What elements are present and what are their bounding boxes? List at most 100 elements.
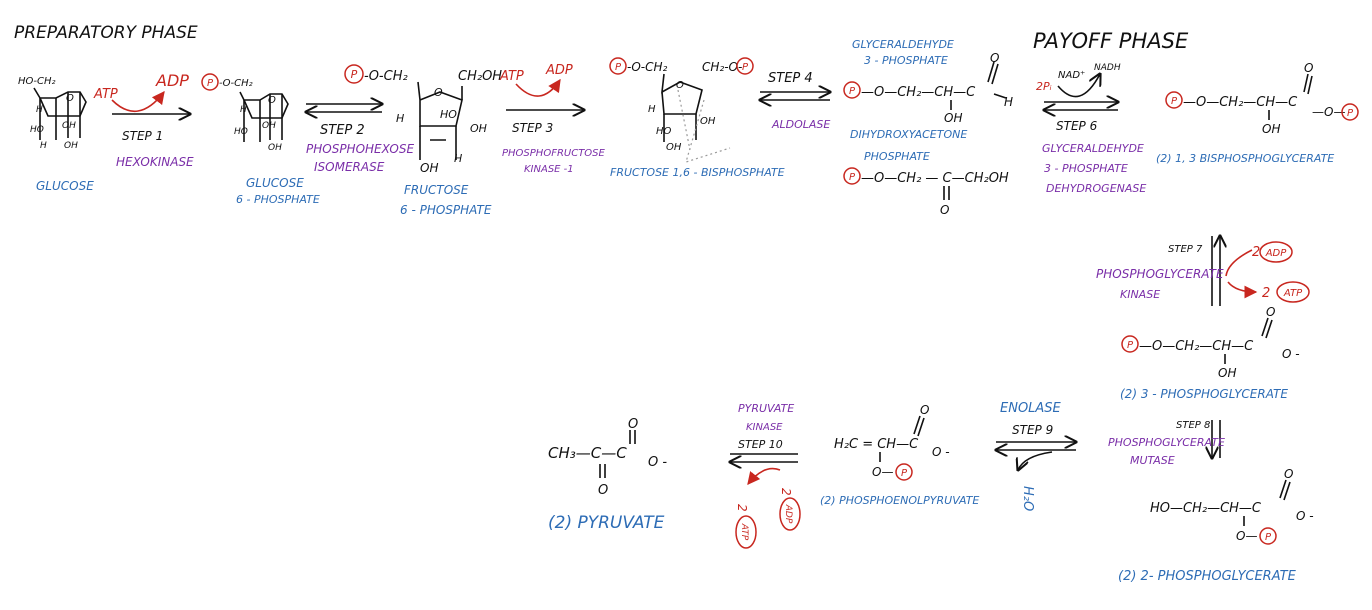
step2-label: STEP 2 xyxy=(320,123,365,138)
dhap-label-1: DIHYDROXYACETONE xyxy=(850,128,967,141)
f6p-phosphate-icon xyxy=(344,64,364,84)
g6p-structure: P -O-CH₂ O H OH HO OH xyxy=(201,73,289,153)
step-1: ATP ADP STEP 1 HEXOKINASE xyxy=(93,71,194,169)
step-8: STEP 8 PHOSPHOGLYCERATE MUTASE xyxy=(1108,420,1225,467)
hexokinase-label: HEXOKINASE xyxy=(116,155,194,169)
svg-text:HO: HO xyxy=(656,126,672,137)
step1-cofactor-arrow xyxy=(111,90,165,113)
bpg13-phosphate-icon-2 xyxy=(1341,103,1359,121)
step-3: ATP ADP STEP 3 PHOSPHOFRUCTOSE KINASE -1 xyxy=(499,63,606,175)
step-7: STEP 7 2 ADP 2 ATP PHOSPHOGLYCERATE KINA… xyxy=(1096,236,1310,306)
f16bp-structure: P -O-CH₂ CH₂-O- P O H HO OH OH xyxy=(609,57,754,163)
f6p-structure: P -O-CH₂ CH₂OH O H HO OH OH H xyxy=(344,64,502,175)
g3p-structure: P —O—CH₂—CH—C OH O H xyxy=(843,51,1013,125)
step-2: STEP 2 PHOSPHOHEXOSE ISOMERASE xyxy=(306,104,414,174)
step10-out-num: 2 xyxy=(735,504,749,512)
svg-text:HO: HO xyxy=(440,108,457,121)
svg-text:OH: OH xyxy=(1218,366,1236,380)
svg-text:H: H xyxy=(240,105,247,115)
g3p-label-1: GLYCERALDEHYDE xyxy=(852,38,954,51)
glucose-label: GLUCOSE xyxy=(36,179,94,193)
svg-text:—O—CH₂—CH—C: —O—CH₂—CH—C xyxy=(861,85,976,100)
step1-label: STEP 1 xyxy=(122,129,163,143)
step3-label: STEP 3 xyxy=(512,121,553,135)
step7-adp-circle xyxy=(1259,241,1293,263)
glucose-hoch2: HO-CH₂ xyxy=(18,76,56,87)
svg-text:CH₂OH: CH₂OH xyxy=(458,69,502,84)
svg-text:P: P xyxy=(615,62,622,73)
svg-text:O: O xyxy=(628,417,638,432)
dhap-structure: P —O—CH₂ — C—CH₂OH O xyxy=(843,167,1009,217)
svg-text:P: P xyxy=(1265,532,1272,543)
svg-text:O: O xyxy=(598,483,608,498)
svg-text:O: O xyxy=(1304,61,1313,75)
svg-text:O: O xyxy=(990,51,999,65)
svg-text:ADP: ADP xyxy=(1265,248,1288,259)
step-9: ENOLASE STEP 9 H₂O xyxy=(996,401,1076,511)
svg-text:H: H xyxy=(396,112,404,125)
step10-enzyme-2: KINASE xyxy=(746,422,783,433)
step3-enzyme-1: PHOSPHOFRUCTOSE xyxy=(502,148,606,159)
svg-text:P: P xyxy=(207,78,214,89)
pg2-structure: HO—CH₂—CH—C O— P O O - xyxy=(1150,467,1314,545)
step6-enzyme-3: DEHYDROGENASE xyxy=(1046,182,1146,195)
svg-text:OH: OH xyxy=(700,116,716,127)
svg-text:H: H xyxy=(36,105,43,115)
step8-enzyme-1: PHOSPHOGLYCERATE xyxy=(1108,436,1225,449)
svg-text:O: O xyxy=(1284,467,1293,481)
step10-label: STEP 10 xyxy=(738,438,783,451)
svg-text:O: O xyxy=(940,203,949,217)
svg-text:O -: O - xyxy=(1296,509,1314,523)
step3-adp: ADP xyxy=(545,63,573,78)
svg-text:OH: OH xyxy=(1262,122,1280,136)
f16bp-phosphate-icon-1 xyxy=(609,57,627,75)
svg-text:P: P xyxy=(1347,108,1354,119)
aldolase-label: ALDOLASE xyxy=(771,118,830,131)
svg-text:OH: OH xyxy=(262,121,276,131)
pg3-phosphate-icon xyxy=(1121,335,1139,353)
svg-text:P: P xyxy=(1171,96,1178,107)
pyruvate-label: (2) PYRUVATE xyxy=(548,513,665,533)
svg-text:OH: OH xyxy=(64,141,78,151)
step6-label: STEP 6 xyxy=(1056,119,1098,133)
svg-text:—O—: —O— xyxy=(1312,105,1345,119)
step1-atp: ATP xyxy=(93,87,118,102)
svg-text:HO: HO xyxy=(30,125,44,135)
svg-text:H: H xyxy=(1004,95,1013,109)
step8-label: STEP 8 xyxy=(1176,420,1210,431)
pg3-label: (2) 3 - PHOSPHOGLYCERATE xyxy=(1120,387,1288,401)
svg-text:CH₃—C—C: CH₃—C—C xyxy=(548,444,627,462)
step7-enzyme-1: PHOSPHOGLYCERATE xyxy=(1096,267,1224,281)
svg-text:ATP: ATP xyxy=(739,523,749,541)
svg-text:OH: OH xyxy=(420,161,438,175)
pep-structure: H₂C = CH—C O— P O O - xyxy=(834,403,950,481)
step10-atp-circle xyxy=(735,515,757,549)
svg-text:O: O xyxy=(268,95,276,106)
glucose-structure: HO-CH₂ O H OH HO H OH xyxy=(18,76,87,151)
svg-text:H: H xyxy=(648,104,656,115)
enolase-label: ENOLASE xyxy=(1000,401,1062,416)
svg-text:O -: O - xyxy=(932,445,950,459)
step7-out-num: 2 xyxy=(1262,286,1270,301)
svg-text:HO—CH₂—CH—C: HO—CH₂—CH—C xyxy=(1150,501,1262,516)
step10-in-num: 2 xyxy=(779,488,793,496)
svg-text:O—: O— xyxy=(1236,529,1257,543)
step-4: STEP 4 ALDOLASE xyxy=(760,71,830,131)
f16bp-label: FRUCTOSE 1,6 - BISPHOSPHATE xyxy=(610,166,785,179)
step3-enzyme-2: KINASE -1 xyxy=(524,164,574,175)
svg-text:O: O xyxy=(434,86,443,99)
svg-text:—O—CH₂—CH—C: —O—CH₂—CH—C xyxy=(1183,95,1298,110)
pg2-label: (2) 2- PHOSPHOGLYCERATE xyxy=(1118,569,1297,584)
svg-text:P: P xyxy=(849,86,856,97)
step4-label: STEP 4 xyxy=(768,71,813,86)
step6-pi: 2Pᵢ xyxy=(1036,80,1052,93)
svg-text:O: O xyxy=(676,80,684,91)
step-10: PYRUVATE KINASE STEP 10 2 ATP 2 ADP xyxy=(730,402,801,549)
bpg13-structure: P —O—CH₂—CH—C OH O —O— P xyxy=(1165,61,1359,136)
bpg13-phosphate-icon-1 xyxy=(1165,91,1183,109)
step10-enzyme-1: PYRUVATE xyxy=(738,402,794,415)
svg-text:P: P xyxy=(901,468,908,479)
svg-text:-O-CH₂: -O-CH₂ xyxy=(219,78,253,89)
step2-enzyme-2: ISOMERASE xyxy=(314,160,385,174)
step-6: 2Pᵢ NAD⁺ NADH STEP 6 GLYCERALDEHYDE 3 - … xyxy=(1036,63,1146,195)
